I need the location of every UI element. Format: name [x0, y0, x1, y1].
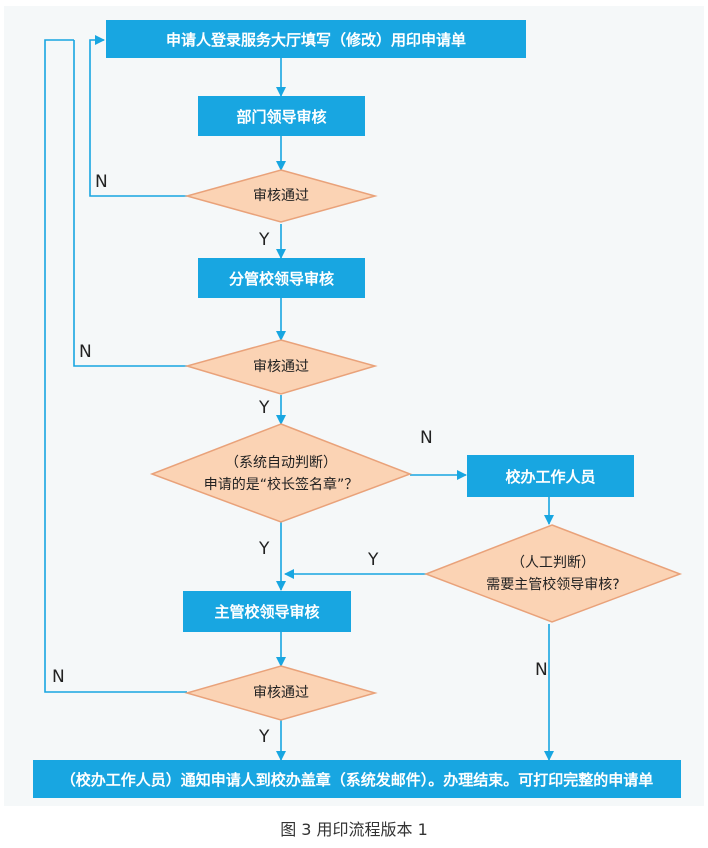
loop-pass2-no — [73, 40, 187, 367]
loop-pass1-no — [89, 35, 187, 197]
pass-3-label: 审核通过 — [253, 685, 309, 701]
final-box: （校办工作人员）通知申请人到校办盖章（系统发邮件）。办理结束。可打印完整的申请单 — [33, 760, 681, 798]
decision-pass-2 — [184, 339, 378, 395]
decision-system-check — [149, 423, 413, 523]
pass-1-label: 审核通过 — [253, 188, 309, 204]
no-label-5: N — [52, 667, 65, 687]
yes-label-1: Y — [259, 230, 270, 250]
system-check-line1: （系统自动判断） — [225, 455, 337, 471]
pass-2-text: 审核通过 — [187, 356, 375, 378]
no-label-4: N — [535, 660, 548, 680]
system-check-text: （系统自动判断） 申请的是“校长签名章”？ — [152, 452, 410, 496]
loop-pass3-no — [44, 39, 187, 693]
yes-label-4: Y — [368, 550, 379, 570]
pass-1-text: 审核通过 — [187, 185, 375, 207]
yes-label-5: Y — [259, 727, 270, 747]
no-label-3: N — [420, 428, 433, 448]
figure-caption: 图 3 用印流程版本 1 — [280, 820, 428, 839]
branch-review-box: 分管校领导审核 — [198, 258, 365, 298]
diagram-panel — [4, 6, 704, 806]
pass-3-text: 审核通过 — [187, 682, 375, 704]
apply-box: 申请人登录服务大厅填写（修改）用印申请单 — [106, 20, 526, 58]
manual-check-line1: （人工判断） — [511, 555, 595, 571]
no-label-1: N — [95, 172, 108, 192]
manual-check-line2: 需要主管校领导审核? — [486, 577, 620, 593]
decision-manual-check — [423, 524, 683, 623]
main-review-box: 主管校领导审核 — [183, 591, 351, 632]
pass-2-label: 审核通过 — [253, 359, 309, 375]
manual-check-text: （人工判断） 需要主管校领导审核? — [426, 552, 680, 596]
decision-pass-3 — [184, 665, 378, 721]
system-check-line2: 申请的是“校长签名章”？ — [203, 477, 359, 493]
dept-review-box: 部门领导审核 — [198, 96, 365, 136]
school-office-box: 校办工作人员 — [467, 455, 634, 497]
yes-label-3: Y — [259, 539, 270, 559]
no-label-2: N — [79, 342, 92, 362]
yes-label-2: Y — [259, 398, 270, 418]
decision-pass-1 — [184, 169, 378, 223]
